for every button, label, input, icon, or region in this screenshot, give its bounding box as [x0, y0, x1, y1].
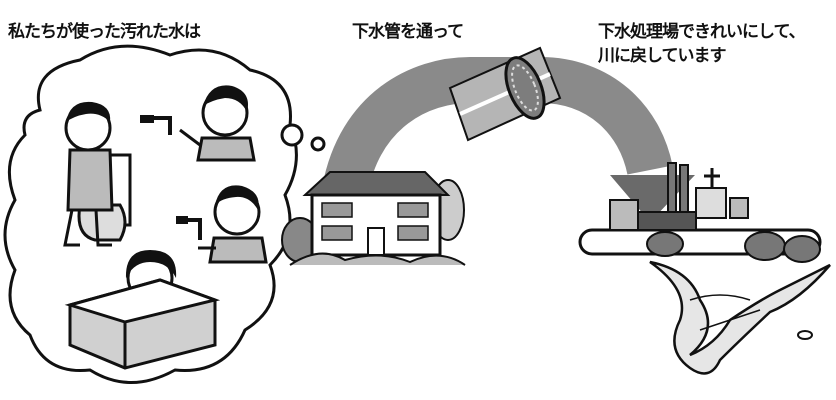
- sewer-pipe-caption: 下水管を通って: [352, 22, 464, 42]
- treatment-caption-line-2: 川に戻しています: [598, 46, 726, 66]
- bath-person-icon: [64, 250, 221, 370]
- household-caption: 私たちが使った汚れた水は: [8, 22, 201, 42]
- sewer-pipe-icon: [448, 46, 562, 142]
- kitchen-faucet-person-icon: [140, 85, 256, 162]
- treatment-caption: 下水処理場できれいにして、 川に戻しています: [598, 20, 806, 68]
- river-icon: [649, 260, 831, 375]
- toilet-person-icon: [63, 101, 132, 247]
- house-icon: [281, 171, 466, 266]
- treatment-plant-icon: [578, 162, 822, 263]
- treatment-caption-line-1: 下水処理場できれいにして、: [598, 22, 806, 42]
- washing-person-icon: [176, 185, 268, 264]
